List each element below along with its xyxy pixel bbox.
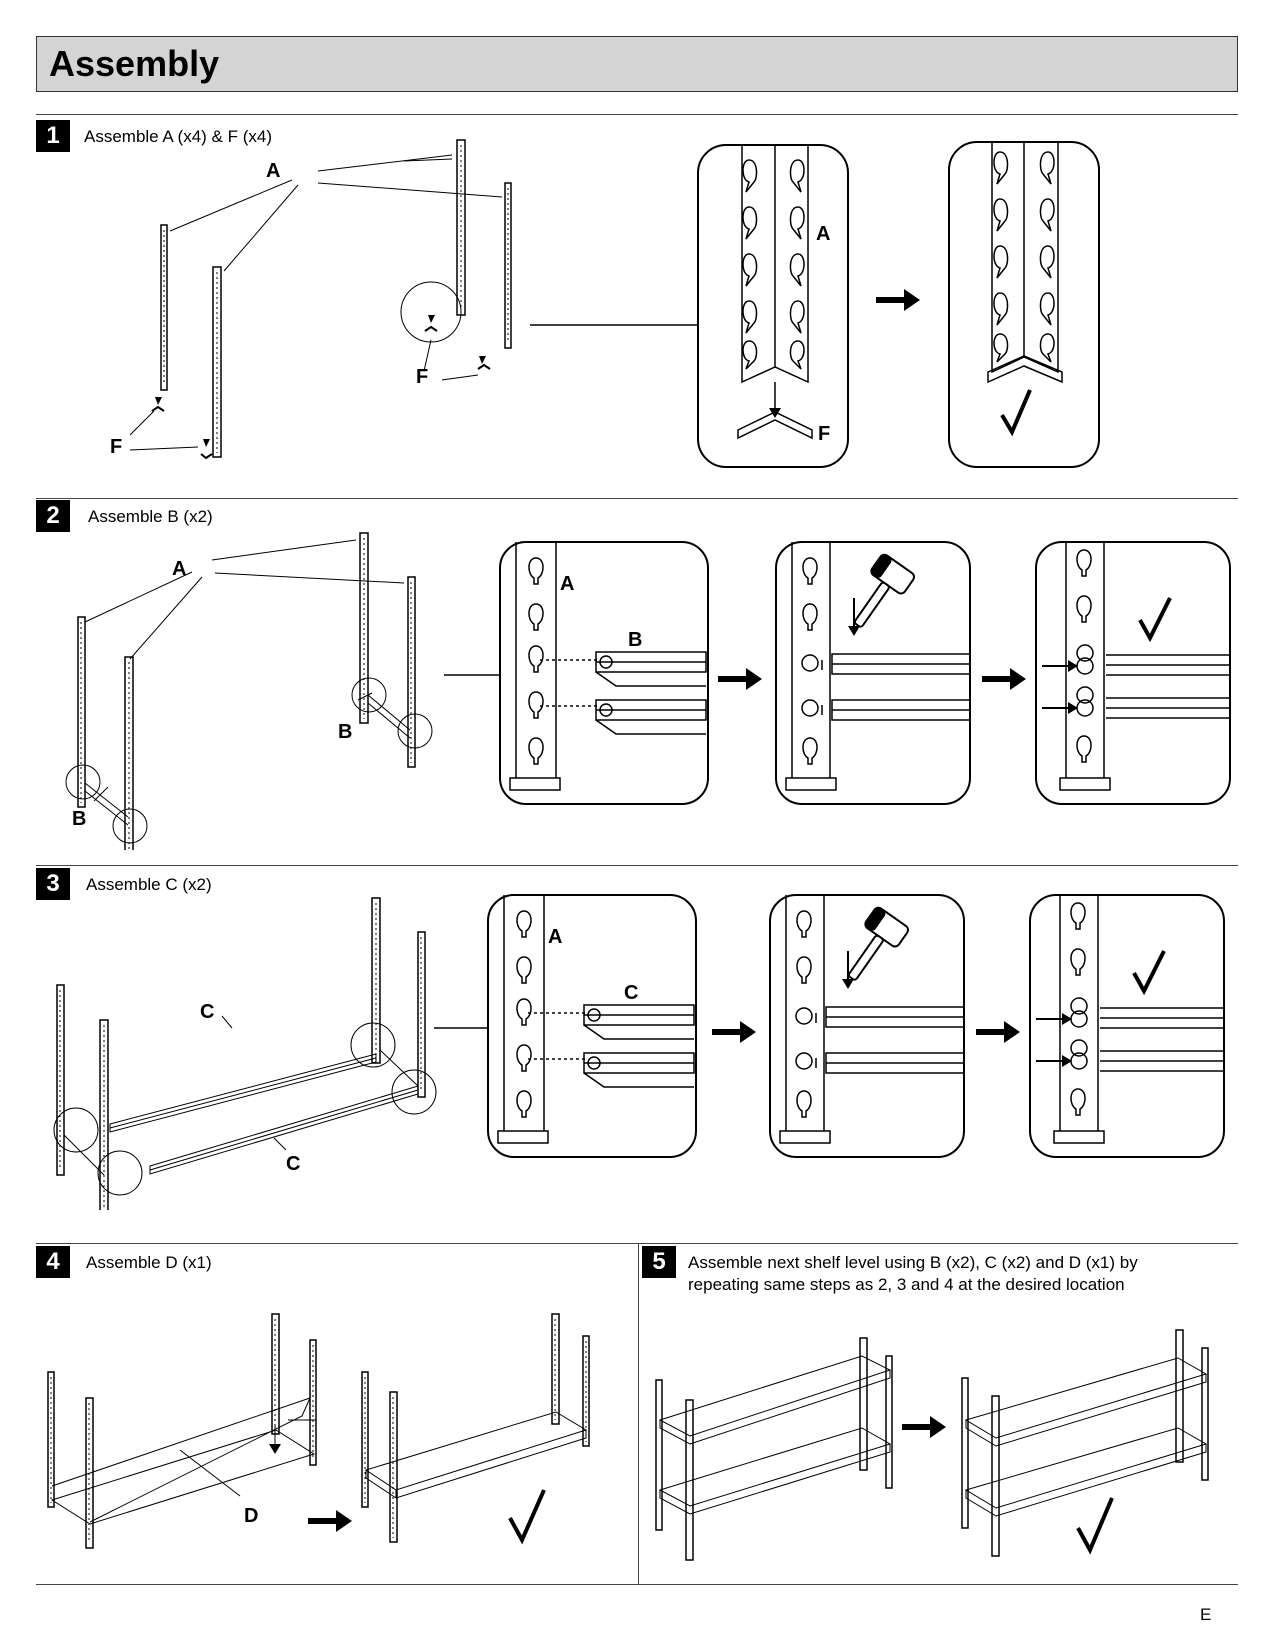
label-b: B (72, 808, 86, 830)
step-number: 2 (36, 500, 70, 532)
step-instruction: Assemble B (x2) (88, 507, 213, 526)
label-c: C (624, 982, 638, 1004)
step-number: 1 (36, 120, 70, 152)
step5-shelf-figure (646, 1320, 1238, 1582)
step-number: 5 (642, 1246, 676, 1278)
label-c: C (286, 1153, 300, 1175)
step3-detail-hammer (768, 893, 968, 1163)
label-b: B (338, 721, 352, 743)
label-f: F (818, 423, 830, 445)
arrow-right-icon (874, 285, 924, 315)
step2-detail-insert: A B (440, 540, 720, 810)
checkmark-icon (1138, 597, 1172, 643)
step-number: 3 (36, 868, 70, 900)
section-header: Assembly (36, 36, 1238, 92)
divider (36, 114, 1238, 115)
label-c: C (200, 1001, 214, 1023)
arrow-right-icon (308, 1510, 352, 1532)
label-a: A (560, 573, 574, 595)
arrow-right-icon (1062, 1055, 1072, 1067)
divider (36, 498, 1238, 499)
arrow-right-icon (1068, 660, 1078, 672)
label-a: A (816, 223, 830, 245)
arrow-down-icon (842, 979, 854, 989)
label-a: A (172, 558, 186, 580)
label-d: D (244, 1505, 258, 1527)
section-title: Assembly (49, 43, 220, 84)
arrow-right-icon (1062, 1013, 1072, 1025)
step-instruction: Assemble A (x4) & F (x4) (84, 127, 272, 146)
step1-detail-after (944, 140, 1104, 470)
step1-posts-figure: A F F (100, 135, 540, 485)
label-f: F (416, 366, 428, 388)
checkmark-icon (508, 1489, 546, 1545)
arrow-right-icon (1068, 702, 1078, 714)
arrow-right-icon (980, 664, 1030, 694)
label-a: A (548, 926, 562, 948)
arrow-down-icon (269, 1444, 281, 1454)
divider (36, 865, 1238, 866)
divider (36, 1584, 1238, 1585)
step2-frames-figure: A B B (50, 525, 500, 850)
step3-detail-insert: A C (432, 893, 712, 1163)
arrow-right-icon (974, 1017, 1024, 1047)
step-instruction: repeating same steps as 2, 3 and 4 at th… (688, 1275, 1125, 1294)
checkmark-icon (1000, 389, 1032, 437)
step-number: 4 (36, 1246, 70, 1278)
divider (638, 1243, 639, 1584)
label-b: B (628, 629, 642, 651)
step4-shelf-figure: D (40, 1300, 640, 1580)
step-instruction: Assemble next shelf level using B (x2), … (688, 1253, 1138, 1272)
page-letter: E (1200, 1605, 1212, 1624)
arrow-down-icon (848, 626, 860, 636)
step-instruction: Assemble D (x1) (86, 1253, 212, 1272)
checkmark-icon (1076, 1497, 1114, 1555)
arrow-right-icon (716, 664, 766, 694)
step-instruction: Assemble C (x2) (86, 875, 212, 894)
label-f: F (110, 436, 122, 458)
arrow-down-icon (769, 408, 781, 418)
arrow-right-icon (902, 1416, 946, 1438)
divider (36, 1243, 1238, 1244)
checkmark-icon (1132, 950, 1166, 996)
label-a: A (266, 160, 280, 182)
mallet-icon (854, 553, 915, 628)
arrow-right-icon (710, 1017, 760, 1047)
step3-frame-figure: C C (40, 890, 440, 1210)
step2-detail-done (1034, 540, 1234, 810)
mallet-icon (848, 906, 909, 981)
step3-detail-done (1028, 893, 1228, 1163)
step1-detail-before: A F (520, 140, 860, 470)
step2-detail-hammer (774, 540, 974, 810)
